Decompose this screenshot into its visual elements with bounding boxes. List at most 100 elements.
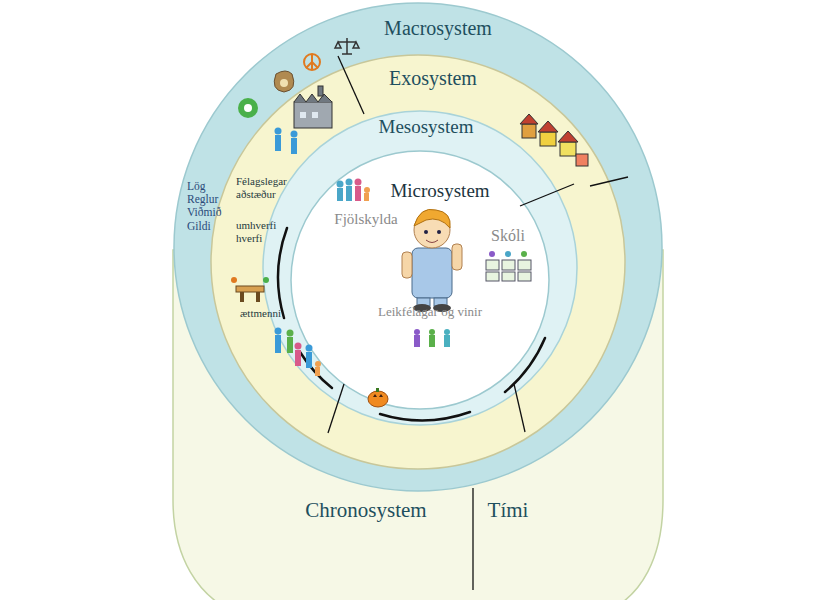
- illustration-part: [414, 329, 420, 335]
- friends-icon: [414, 329, 450, 347]
- illustration-part: [424, 230, 428, 234]
- peace-icon: [304, 54, 320, 70]
- exosystem-circle: ExosystemFélagslegar aðstæður umhverfi hv…: [210, 54, 626, 470]
- illustration-part: [315, 367, 320, 376]
- illustration-part: [291, 131, 298, 138]
- illustration-part: [238, 98, 258, 118]
- illustration-part: [295, 343, 302, 350]
- illustration-part: [514, 384, 525, 432]
- illustration-part: [414, 335, 420, 347]
- scales-icon: [335, 38, 359, 54]
- illustration-part: [414, 212, 450, 248]
- child-figure: [402, 209, 462, 312]
- illustration-part: [518, 272, 531, 281]
- people-icon: [275, 128, 298, 155]
- setting-label: Leikfélagar og vinir: [378, 305, 482, 320]
- illustration-part: [300, 112, 306, 118]
- illustration-part: [338, 56, 364, 114]
- illustration-part: [353, 42, 359, 48]
- illustration-part: [414, 209, 450, 228]
- context-label: umhverfi hverfi: [236, 219, 288, 244]
- illustration-part: [437, 230, 441, 234]
- setting-label: Fjölskylda: [334, 211, 397, 228]
- illustration-part: [522, 124, 536, 138]
- houses-icon: [520, 114, 588, 166]
- relatives-icon: [275, 328, 322, 377]
- illustration-part: [433, 304, 451, 312]
- gear-icon: [238, 98, 258, 118]
- illustration-part: [312, 112, 318, 118]
- pumpkin-icon: [368, 388, 388, 407]
- illustration-part: [278, 228, 287, 318]
- illustration-part: [368, 391, 388, 407]
- illustration-part: [287, 337, 293, 353]
- illustration-part: [236, 286, 264, 292]
- illustration-part: [256, 292, 260, 302]
- system-title: Exosystem: [389, 67, 477, 90]
- illustration-part: [502, 272, 515, 281]
- illustration-part: [434, 298, 447, 306]
- illustration-part: [376, 388, 379, 392]
- illustration-part: [558, 131, 578, 142]
- illustration-part: [426, 240, 438, 243]
- illustration-part: [291, 138, 297, 154]
- system-title: Microsystem: [390, 180, 489, 202]
- illustration-part: [311, 54, 313, 70]
- illustration-part: [294, 102, 332, 128]
- illustration-part: [275, 328, 282, 335]
- illustration-part: [402, 252, 412, 278]
- illustration-part: [502, 260, 515, 270]
- illustration-part: [275, 135, 281, 151]
- context-label: ættmenni: [240, 307, 300, 320]
- illustration-part: [287, 330, 294, 337]
- illustration-part: [576, 154, 588, 166]
- illustration-part: [346, 186, 352, 201]
- illustration-part: [304, 54, 320, 70]
- macrosystem-circle: [174, 3, 662, 491]
- illustration-part: [590, 177, 628, 186]
- illustration-part: [538, 121, 558, 132]
- illustration-part: [486, 260, 499, 270]
- illustration-part: [452, 244, 462, 270]
- illustration-part: [346, 38, 348, 54]
- illustration-part: [472, 488, 473, 590]
- mesosystem-arcs: [278, 228, 545, 420]
- illustration-part: [520, 114, 538, 124]
- illustration-part: [275, 128, 282, 135]
- context-label: Félagslegar aðstæður: [236, 175, 302, 200]
- exosystem-circle: [211, 55, 625, 469]
- illustration-part: [231, 277, 237, 283]
- illustration-part: [306, 352, 312, 368]
- illustration-part: [413, 304, 431, 312]
- time-label: Tími: [488, 498, 529, 522]
- illustration-part: [429, 335, 435, 347]
- illustration-part: [244, 104, 252, 112]
- illustration-part: [312, 62, 318, 68]
- illustration-part: [417, 298, 430, 306]
- illustration-part: [275, 335, 281, 353]
- illustration-part: [364, 193, 369, 201]
- divider-lines: [328, 56, 628, 590]
- system-title: Macrosystem: [384, 17, 492, 40]
- illustration-part: [364, 187, 370, 193]
- illustration-part: [521, 251, 527, 257]
- illustration-part: [540, 132, 556, 146]
- illustration-part: [412, 248, 452, 298]
- illustration-part: [240, 292, 244, 302]
- illustration-part: [315, 361, 321, 367]
- illustration-part: [337, 188, 343, 201]
- illustration-part: [335, 42, 341, 48]
- illustration-part: [263, 277, 269, 283]
- illustration-part: [280, 79, 288, 87]
- microsystem-circle: MicrosystemFjölskyldaSkóliLeikfélagar og…: [290, 150, 550, 410]
- setting-label: Skóli: [491, 227, 525, 245]
- illustration-part: [518, 260, 531, 270]
- microsystem-circle: [291, 151, 549, 409]
- illustration-part: [295, 350, 301, 366]
- illustration-part: [294, 94, 332, 102]
- family-icon: [337, 179, 371, 202]
- mesosystem-circle: MesosystemMicrosystemFjölskyldaSkóliLeik…: [262, 110, 578, 426]
- illustration-part: [342, 53, 352, 55]
